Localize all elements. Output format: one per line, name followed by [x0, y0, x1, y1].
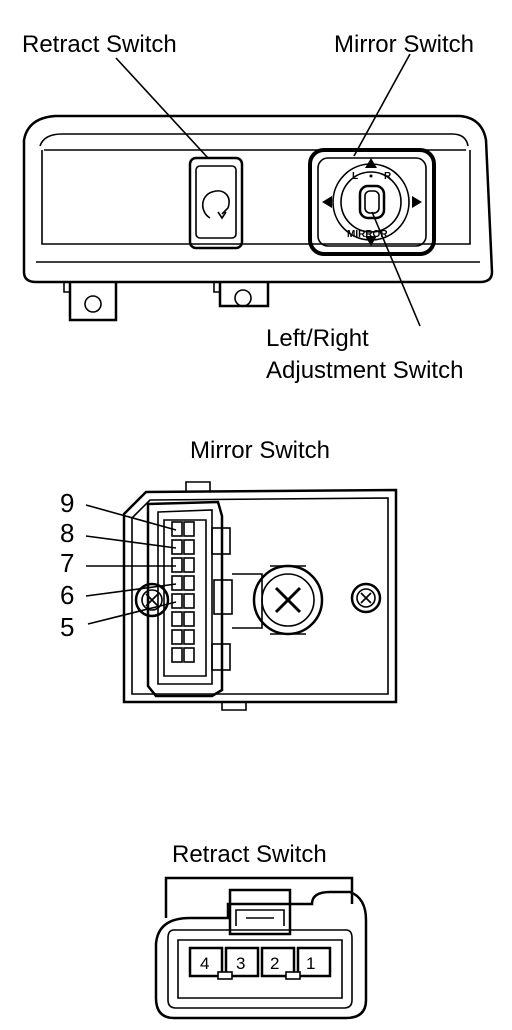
switch-panel-assembly: L R MIRROR Retract Switch Mirror Switch … [22, 31, 494, 384]
pin-label-6: 6 [60, 580, 74, 610]
arrow-left-icon [322, 196, 332, 208]
knob-caption: MIRROR [347, 229, 388, 240]
lr-leader-line [371, 211, 421, 327]
mirror-switch-label: Mirror Switch [334, 31, 474, 58]
arrow-right-icon [412, 196, 422, 208]
arrow-down-icon [365, 236, 377, 246]
mounting-tab-right [213, 282, 270, 308]
retract-switch-connector-view: Retract Switch 4 3 2 1 [154, 841, 368, 1020]
right-screw-icon [350, 582, 382, 614]
retract-leader-line [115, 57, 209, 159]
retract-switch-title: Retract Switch [172, 841, 327, 868]
knob-left-letter: L [352, 171, 358, 182]
retract-pin-label-4: 4 [200, 954, 209, 973]
mirror-switch-connector-view: Mirror Switch [60, 437, 398, 711]
retract-pin-label-1: 1 [306, 954, 315, 973]
mirror-switch-title: Mirror Switch [190, 437, 330, 464]
left-screw-icon [134, 582, 170, 618]
retract-pin-label-2: 2 [270, 954, 279, 973]
lr-switch-label-line2: Adjustment Switch [266, 357, 463, 384]
pin-label-5: 5 [60, 612, 74, 642]
retract-connector-pins [188, 946, 332, 980]
pin-label-9: 9 [60, 488, 74, 518]
pin-label-8: 8 [60, 518, 74, 548]
lr-switch-label-line1: Left/Right [266, 325, 369, 352]
mirror-switch-knob: L R MIRROR [308, 148, 436, 256]
pin-leader-lines [85, 504, 177, 625]
connector-latch [228, 888, 292, 936]
mirror-leader-line [353, 53, 411, 157]
mirror-connector-pins [171, 521, 195, 663]
arrow-up-icon [365, 158, 377, 168]
center-screw-icon [232, 564, 324, 636]
pin-label-7: 7 [60, 548, 74, 578]
retract-icon [201, 190, 230, 220]
retract-switch-label: Retract Switch [22, 31, 177, 58]
knob-right-letter: R [384, 171, 392, 182]
retract-switch-button [188, 156, 244, 250]
mounting-tab-left [63, 282, 118, 322]
retract-pin-label-3: 3 [236, 954, 245, 973]
